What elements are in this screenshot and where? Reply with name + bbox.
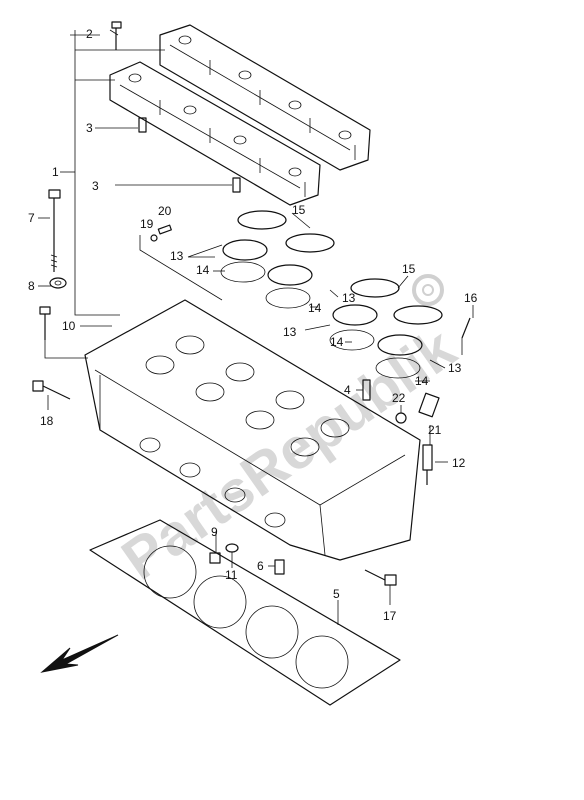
camshaft-holder-lower (109, 61, 321, 206)
callout-21: 21 (428, 423, 442, 437)
callout-1: 1 (52, 165, 59, 179)
callout-22: 22 (392, 391, 406, 405)
cylinder-head (84, 299, 421, 561)
callout-20: 20 (158, 204, 172, 218)
callout-11: 11 (225, 568, 238, 582)
gear-watermark-icon (412, 274, 444, 306)
front-direction-arrow-icon (40, 634, 119, 673)
cam-journals (145, 335, 350, 457)
callout-3a: 3 (86, 121, 93, 135)
intake-pipe-1 (220, 239, 268, 283)
dowel-pin-lower (232, 177, 241, 193)
callout-19: 19 (140, 217, 154, 231)
callout-7: 7 (28, 211, 35, 225)
side-bolt-right (364, 569, 397, 586)
intake-pipe-2 (265, 264, 313, 309)
callout-2: 2 (86, 27, 93, 41)
oil-plug (209, 552, 221, 564)
callout-6: 6 (257, 559, 264, 573)
callout-3b: 3 (92, 179, 99, 193)
side-bolt-left (32, 380, 71, 400)
dowel-pin-head (274, 559, 285, 575)
spark-plug (422, 444, 433, 485)
callout-14c: 14 (330, 335, 344, 349)
callout-4: 4 (344, 383, 351, 397)
callout-labels: 2 3 3 1 7 8 10 18 19 20 13 14 15 14 13 1… (28, 27, 478, 623)
callout-5: 5 (333, 587, 340, 601)
callout-10: 10 (62, 319, 76, 333)
callout-14d: 14 (415, 374, 429, 388)
callout-13d: 13 (448, 361, 462, 375)
pin-small (150, 234, 158, 242)
plug-tube (418, 392, 440, 418)
washer (49, 277, 67, 289)
callout-15a: 15 (292, 203, 306, 217)
callout-12: 12 (452, 456, 466, 470)
callout-9: 9 (211, 525, 218, 539)
intake-pipe-4 (375, 334, 423, 379)
intake-pipe-3 (329, 304, 378, 351)
plug-gasket (225, 543, 239, 553)
callout-17: 17 (383, 609, 397, 623)
intake-clamp-right (350, 278, 443, 325)
short-bolt (39, 306, 51, 340)
clamp-screw (461, 317, 471, 339)
camshaft-holder-upper (159, 24, 371, 171)
callout-15b: 15 (402, 262, 416, 276)
callout-14a: 14 (196, 263, 210, 277)
dowel-pin-upper (138, 117, 147, 133)
callout-18: 18 (40, 414, 54, 428)
callout-8: 8 (28, 279, 35, 293)
cylinder-head-gasket (89, 519, 401, 706)
intake-clamp-left (237, 210, 335, 253)
exhaust-ports (139, 437, 286, 528)
leader-lines (38, 29, 474, 625)
holder-bolt (111, 21, 122, 50)
callout-13c: 13 (283, 325, 297, 339)
long-head-bolt (48, 189, 61, 272)
callout-13b: 13 (342, 291, 356, 305)
pin-screw (157, 224, 172, 235)
callout-13a: 13 (170, 249, 184, 263)
callout-16: 16 (464, 291, 478, 305)
callout-14b: 14 (308, 301, 322, 315)
